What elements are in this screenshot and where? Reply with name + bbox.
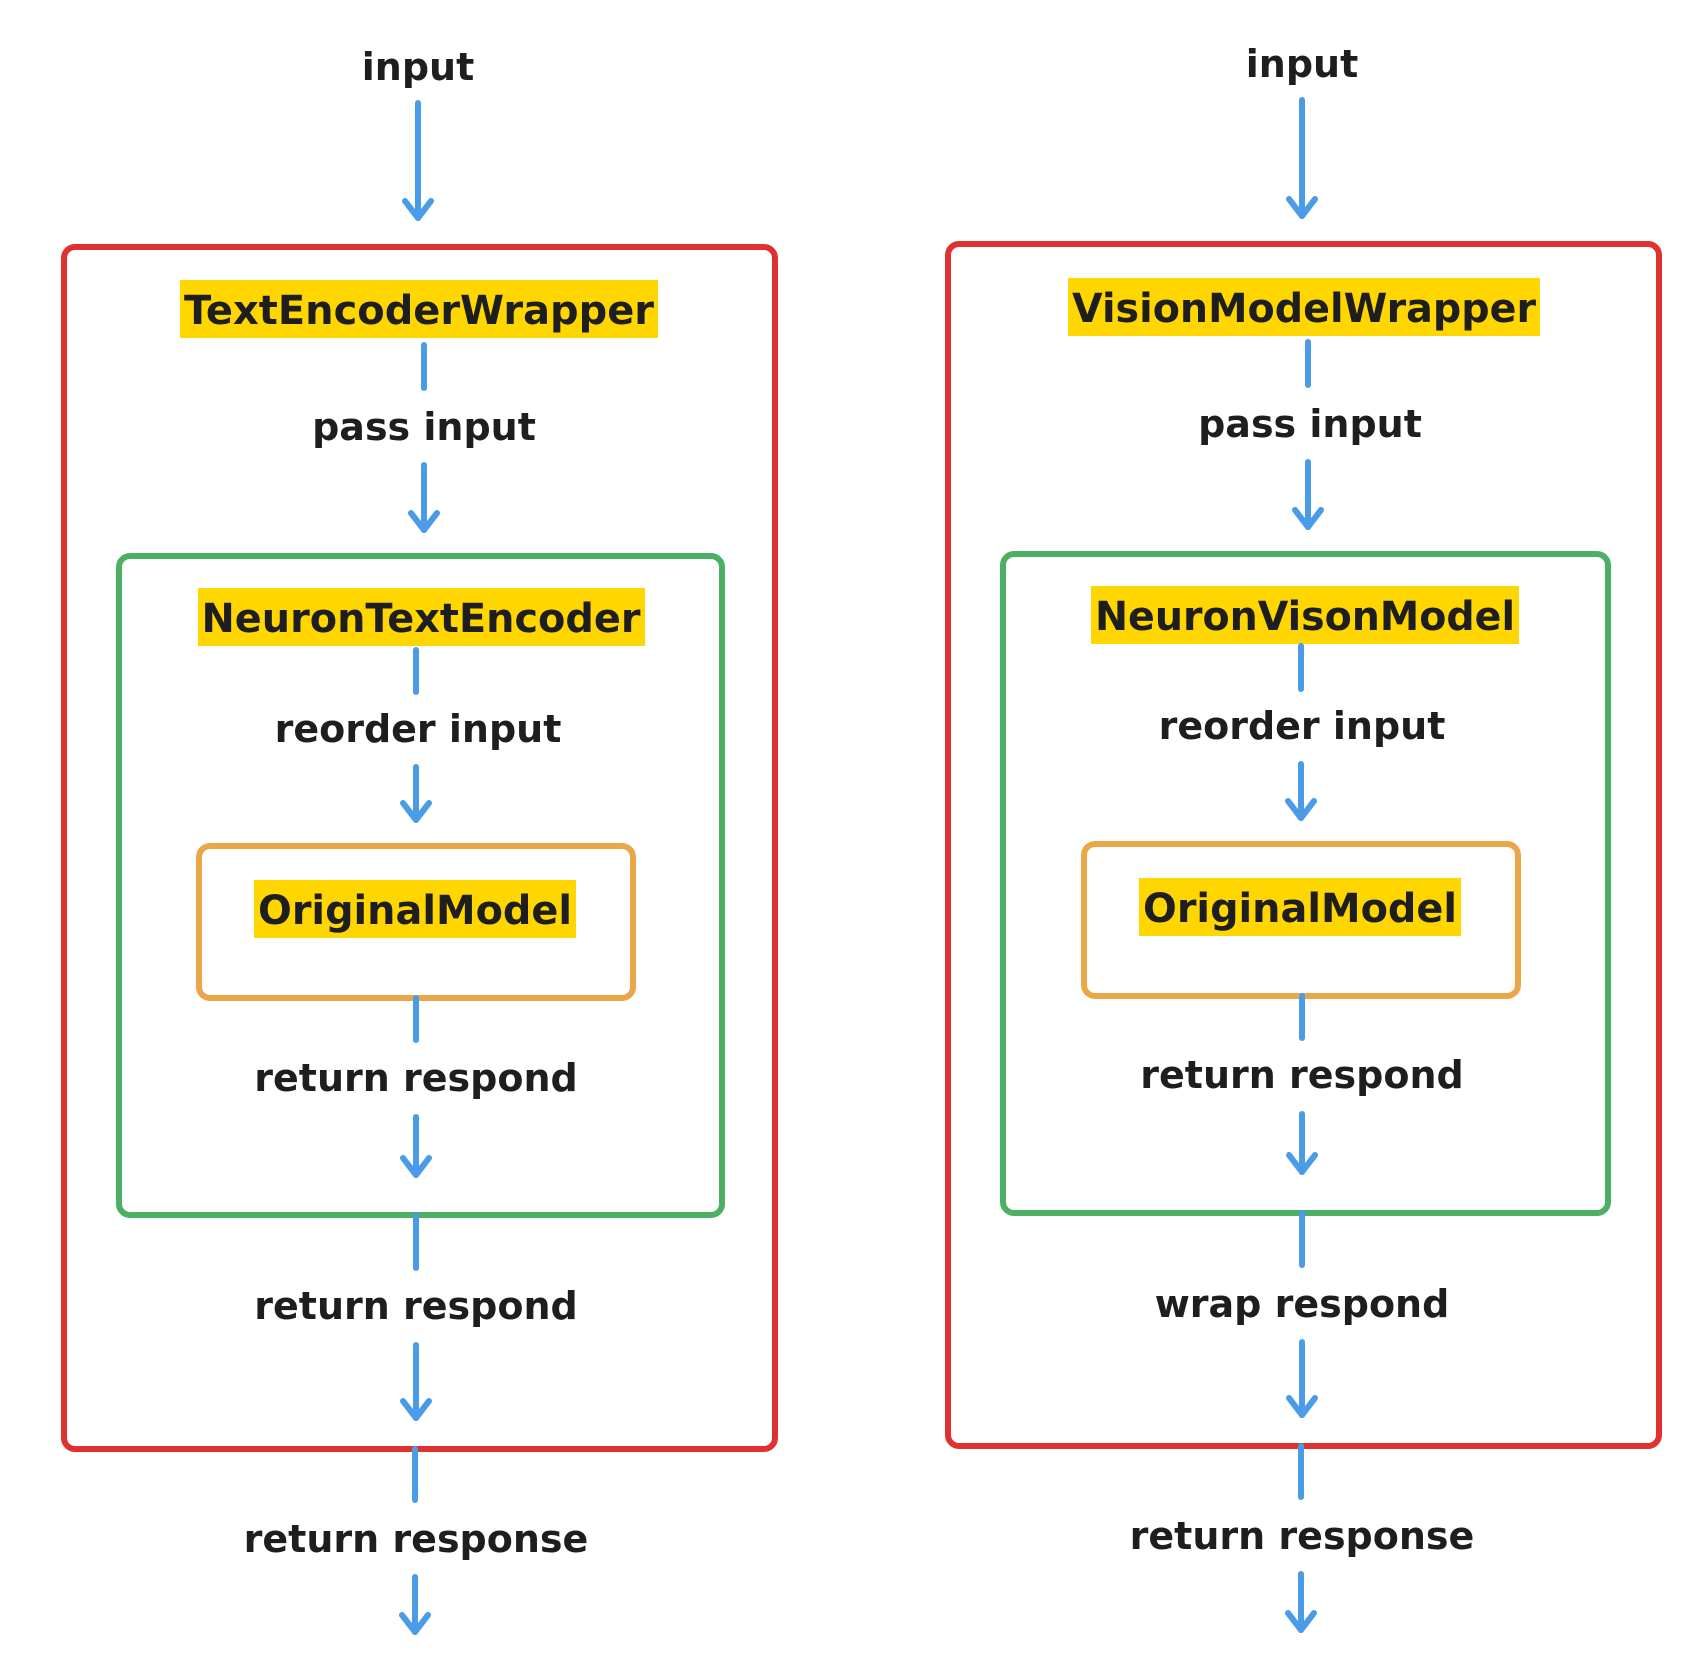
left-input-label: input xyxy=(362,45,475,89)
right-final-return-label: return response xyxy=(1130,1514,1475,1558)
left-wrapper-title: TextEncoderWrapper xyxy=(184,288,654,334)
left-original-title: OriginalModel xyxy=(258,888,572,934)
left-outer-return-label: return respond xyxy=(254,1284,577,1328)
left-pass-input-arrow xyxy=(408,342,440,533)
left-wrapper-title-highlight xyxy=(180,280,658,338)
right-reorder-input-label: reorder input xyxy=(1159,704,1446,748)
right-inner-return-arrow xyxy=(1286,993,1318,1175)
left-outer-wrapper-box xyxy=(61,244,778,1452)
left-neuron-title: NeuronTextEncoder xyxy=(202,596,641,642)
right-input-arrow xyxy=(1286,97,1318,219)
right-pass-input-arrow xyxy=(1292,339,1324,530)
left-final-return-arrow xyxy=(399,1446,431,1635)
left-inner-return-label: return respond xyxy=(254,1056,577,1100)
right-neuron-box xyxy=(1000,551,1611,1216)
left-final-return-label: return response xyxy=(244,1517,589,1561)
left-neuron-box xyxy=(116,553,725,1218)
left-input-arrow xyxy=(402,100,434,221)
left-original-title-highlight xyxy=(254,880,576,938)
right-reorder-input-arrow xyxy=(1285,643,1317,821)
right-original-title-highlight xyxy=(1139,878,1461,936)
right-wrapper-title-highlight xyxy=(1068,278,1540,336)
right-final-return-arrow xyxy=(1285,1443,1317,1633)
right-neuron-title: NeuronVisonModel xyxy=(1095,594,1515,640)
right-outer-return-label: wrap respond xyxy=(1155,1282,1450,1326)
right-neuron-title-highlight xyxy=(1091,586,1519,644)
right-input-label: input xyxy=(1246,42,1359,86)
left-pass-input-label: pass input xyxy=(312,405,536,449)
right-outer-return-arrow xyxy=(1286,1210,1318,1418)
right-pass-input-label: pass input xyxy=(1198,402,1422,446)
left-outer-return-arrow xyxy=(400,1212,432,1421)
right-inner-return-label: return respond xyxy=(1140,1053,1463,1097)
right-diagram: input VisionModelWrapper pass input Neur… xyxy=(945,42,1662,1633)
left-reorder-input-arrow xyxy=(400,647,432,823)
left-diagram: input TextEncoderWrapper pass input Neur… xyxy=(61,45,778,1635)
left-inner-return-arrow xyxy=(400,995,432,1178)
right-original-title: OriginalModel xyxy=(1143,886,1457,932)
right-wrapper-title: VisionModelWrapper xyxy=(1072,286,1536,332)
left-neuron-title-highlight xyxy=(198,588,645,646)
left-reorder-input-label: reorder input xyxy=(275,707,562,751)
